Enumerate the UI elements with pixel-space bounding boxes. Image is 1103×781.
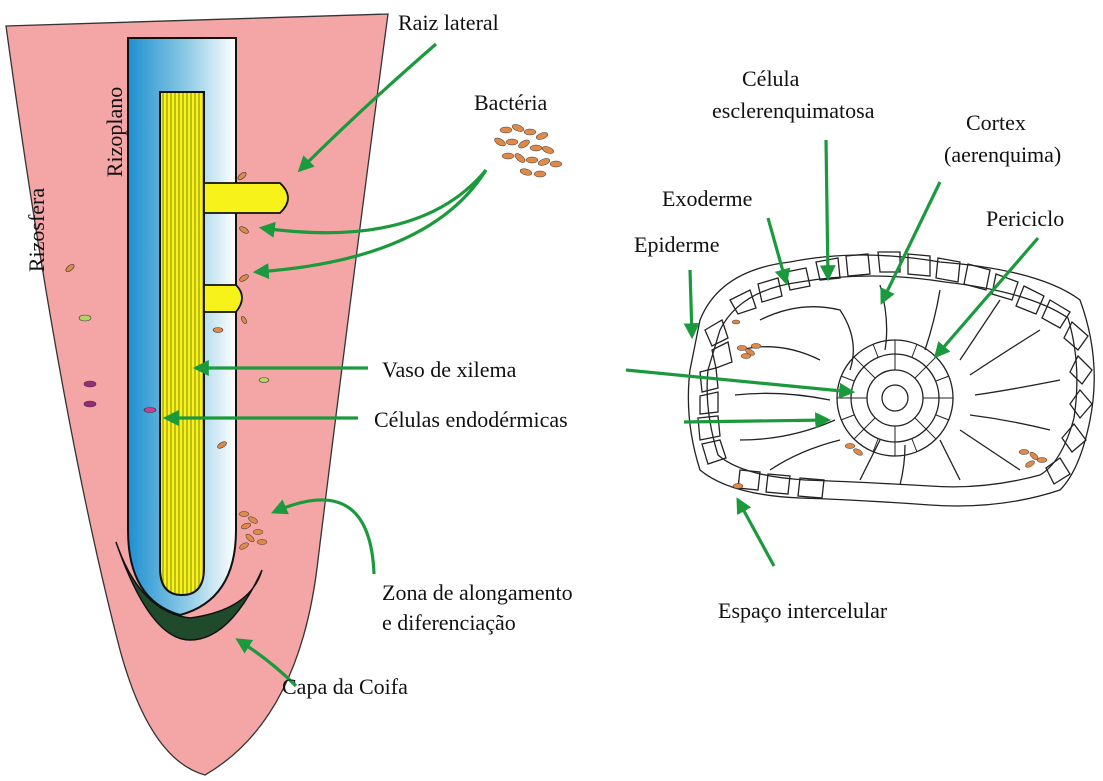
label-epiderme: Epiderme [634, 232, 720, 257]
arrow-endodermicas-section [684, 420, 828, 422]
arrow-espaco [738, 500, 774, 566]
label-rizosfera: Rizosfera [24, 188, 49, 273]
bacteria-cluster-free [493, 123, 562, 177]
root-cross-section [688, 252, 1094, 506]
label-cortex-line2: (aerenquima) [944, 142, 1061, 167]
label-espaco-intercelular: Espaço intercelular [718, 598, 888, 623]
arrow-exoderme [768, 218, 786, 282]
label-vaso-xilema: Vaso de xilema [382, 357, 517, 382]
lateral-root-upper [204, 183, 288, 213]
label-bacteria: Bactéria [474, 90, 548, 115]
xylem-vessel [160, 92, 204, 595]
lateral-root-lower [204, 285, 242, 312]
arrow-vaso-xilema-section [626, 370, 852, 392]
label-zona-line2: e diferenciação [382, 610, 516, 635]
label-exoderme: Exoderme [662, 186, 752, 211]
central-xylem [882, 385, 908, 411]
label-celula-line2: esclerenquimatosa [712, 98, 875, 123]
label-zona-line1: Zona de alongamento [382, 580, 573, 605]
bacteria-in-section [732, 320, 1047, 489]
stele-radial-walls [837, 340, 953, 456]
label-cortex-line1: Cortex [966, 110, 1026, 135]
label-celulas-endodermicas: Células endodérmicas [374, 407, 568, 432]
label-celula-line1: Célula [742, 66, 800, 91]
label-periciclo: Periciclo [986, 206, 1064, 231]
label-capa-coifa: Capa da Coifa [282, 674, 408, 699]
arrow-celula [826, 140, 828, 278]
arrow-cortex [882, 182, 940, 302]
label-rizoplano: Rizoplano [102, 87, 127, 177]
arrow-epiderme [690, 270, 692, 336]
label-raiz-lateral: Raiz lateral [398, 10, 499, 35]
